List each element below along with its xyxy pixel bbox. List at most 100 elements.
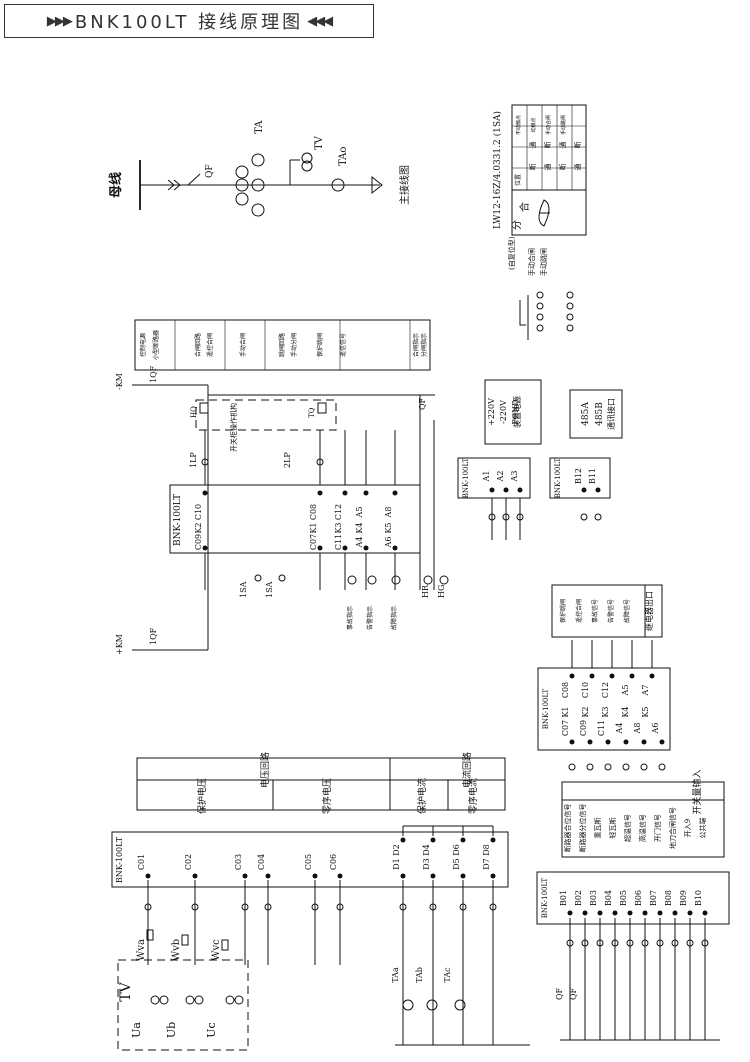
fuse-icon	[221, 939, 229, 951]
ta-label: TA	[254, 120, 265, 134]
output-bot-terminal	[587, 739, 593, 745]
contact-a-label: 手动合闸	[527, 248, 536, 276]
control-bot-terminal	[202, 545, 208, 551]
switch-col-head: 不动触点	[515, 115, 522, 135]
control-header: 手动分闸	[290, 333, 298, 357]
ta-coil-icon	[402, 999, 414, 1011]
ta-coil-icon	[426, 999, 438, 1011]
output-header: 保护跳闸	[559, 599, 567, 623]
volt-term: C01	[137, 854, 146, 870]
page-title: BNK100LT 接线原理图	[74, 12, 304, 33]
control-relay: K1	[309, 522, 318, 533]
cur-top-terminal	[400, 837, 406, 843]
output-ring	[568, 763, 576, 771]
output-bot-term: C11	[597, 720, 606, 736]
cur-bot-term: D5	[452, 858, 461, 870]
cur-bot-terminal	[460, 873, 466, 879]
output-bot-terminal	[623, 739, 629, 745]
output-relay: K4	[621, 706, 630, 717]
output-ring	[586, 763, 594, 771]
input-label: 断路器分位信号	[578, 804, 587, 853]
qf-label: QF	[205, 164, 215, 178]
control-relay: K5	[384, 522, 393, 533]
input-terminal	[582, 910, 588, 916]
power-label: +220V	[487, 398, 496, 426]
tv-coil-icon	[150, 995, 160, 1005]
output-top-term: A7	[641, 685, 650, 697]
power-terminal	[489, 487, 495, 493]
output-top-terminal	[609, 673, 615, 679]
power-label: PGND	[511, 399, 520, 424]
control-top-term: C12	[334, 504, 343, 520]
switch-col-head: 手动合闸	[545, 115, 552, 135]
tq-label: TQ	[308, 407, 316, 418]
comm-label: 485B	[595, 402, 605, 426]
sa1-label: 1SA	[239, 581, 248, 598]
contact-circle	[536, 291, 544, 299]
control-relay: K3	[334, 522, 343, 533]
page-header: ▶▶▶ BNK100LT 接线原理图 ◀◀◀	[4, 4, 374, 38]
output-top-term: C12	[601, 682, 610, 698]
hr-label: HR	[421, 584, 430, 598]
input-label: 开门信号	[653, 814, 662, 842]
switch-fen: 分	[511, 220, 523, 230]
analog-block: 电压回路 电流回路 保护电压零序电压保护电流零序电流 BNK-100LT C01…	[111, 752, 530, 1051]
output-top-term: A5	[621, 685, 630, 697]
input-term: B09	[679, 890, 688, 906]
analog-group1: 电压回路	[259, 752, 271, 788]
control-bot-terminal	[342, 545, 348, 551]
output-bot-term: A8	[633, 723, 642, 735]
input-label: 轻瓦斯	[608, 818, 617, 839]
power-ring	[516, 513, 524, 521]
qf1-bot-label: 1QF	[149, 627, 158, 645]
control-top-terminal	[363, 490, 369, 496]
power-head: 装置电源	[512, 396, 522, 428]
input-term: B07	[649, 890, 658, 906]
control-top-term: A8	[384, 507, 393, 519]
control-relay: K4	[355, 522, 364, 533]
control-header: 遥信信号	[339, 333, 347, 357]
output-bot-term: A6	[651, 723, 660, 735]
ta-label: TAa	[391, 967, 400, 983]
input-term: B01	[559, 890, 568, 906]
output-relay: K5	[641, 706, 650, 717]
primary-wiring: 母线 QF TA TV TAo 主接线图	[108, 120, 411, 217]
output-ring	[622, 763, 630, 771]
output-header: 故障信号	[623, 599, 631, 623]
contact-circle	[566, 324, 574, 332]
control-header: 小型断路器	[152, 330, 160, 360]
busbar-label: 母线	[108, 172, 124, 198]
switch-cell: 通	[543, 164, 552, 171]
output-top-terminal	[589, 673, 595, 679]
input-label: 超温信号	[623, 814, 632, 842]
switch-cell: 断	[558, 164, 567, 171]
output-top-term: C10	[581, 682, 590, 698]
volt-terminal	[145, 873, 151, 879]
input-term: B04	[604, 890, 613, 906]
control-bot-terminal	[363, 545, 369, 551]
switch-cell: 断	[573, 142, 582, 149]
control-bot-terminal	[317, 545, 323, 551]
output-relay: K1	[561, 706, 570, 717]
output-header: 遥控合闸	[575, 599, 583, 623]
hg-label: HG	[437, 585, 446, 598]
lp-ring	[316, 458, 324, 466]
control-top-terminal	[317, 490, 323, 496]
cur-bot-term: D3	[422, 858, 431, 870]
output-relay: K3	[601, 706, 610, 717]
lamp-icon	[439, 575, 449, 585]
contact-circle	[536, 313, 544, 321]
power-terminal	[517, 487, 523, 493]
control-top-terminal	[202, 490, 208, 496]
input-label: 重瓦斯	[593, 818, 602, 839]
analog-col: 零序电流	[467, 778, 479, 814]
comm-head: 通讯接口	[606, 398, 616, 430]
input-terminal	[642, 910, 648, 916]
output-bot-term: C07	[561, 720, 570, 736]
control-bot-term: C09	[194, 534, 203, 550]
control-header: 保护跳闸	[316, 333, 324, 357]
volt-term: C06	[329, 854, 338, 870]
ta-label: TAb	[415, 967, 424, 983]
